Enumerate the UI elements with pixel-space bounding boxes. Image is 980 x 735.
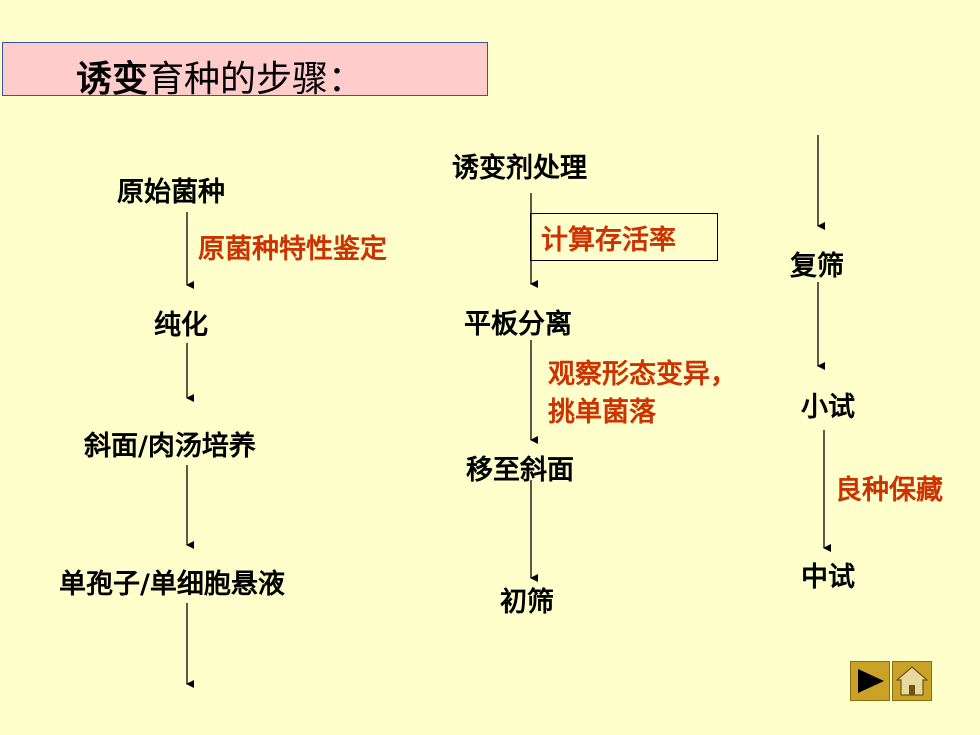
next-button[interactable] [850, 661, 890, 701]
play-icon [858, 669, 884, 693]
title-bold: 诱变 [76, 59, 149, 100]
step-purify: 纯化 [154, 310, 208, 341]
note-observe-line2: 挑单菌落 [548, 397, 656, 428]
step-slant-culture: 斜面/肉汤培养 [84, 431, 256, 462]
title-rest: 育种的步骤： [148, 59, 365, 100]
page-title: 诱变育种的步骤： [76, 50, 364, 102]
step-first-screening: 初筛 [500, 587, 554, 618]
step-plate-separation: 平板分离 [464, 309, 572, 340]
step-small-trial: 小试 [801, 392, 855, 423]
step-rescreening: 复筛 [790, 251, 844, 282]
step-mid-trial: 中试 [801, 562, 855, 593]
title-box [2, 42, 488, 96]
note-observe-line1: 观察形态变异， [548, 359, 737, 390]
step-original-strain: 原始菌种 [117, 177, 225, 208]
note-strain-identification: 原菌种特性鉴定 [198, 234, 387, 265]
note-preserve-strain: 良种保藏 [835, 475, 943, 506]
note-survival-rate: 计算存活率 [541, 225, 676, 256]
home-button[interactable] [892, 661, 932, 701]
step-transfer-slant: 移至斜面 [466, 455, 574, 486]
home-icon [895, 666, 929, 696]
survival-note-box [530, 213, 718, 261]
step-mutagen-treatment: 诱变剂处理 [452, 153, 587, 184]
step-single-cell-suspension: 单孢子/单细胞悬液 [59, 569, 285, 600]
